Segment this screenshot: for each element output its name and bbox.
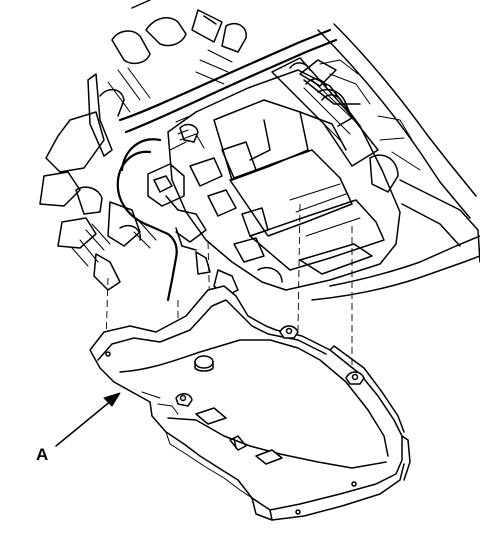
splash-shield xyxy=(89,285,411,521)
callout-label-a: A xyxy=(36,445,49,464)
engine-assembly xyxy=(39,0,480,302)
callout-a-leader xyxy=(55,392,121,447)
